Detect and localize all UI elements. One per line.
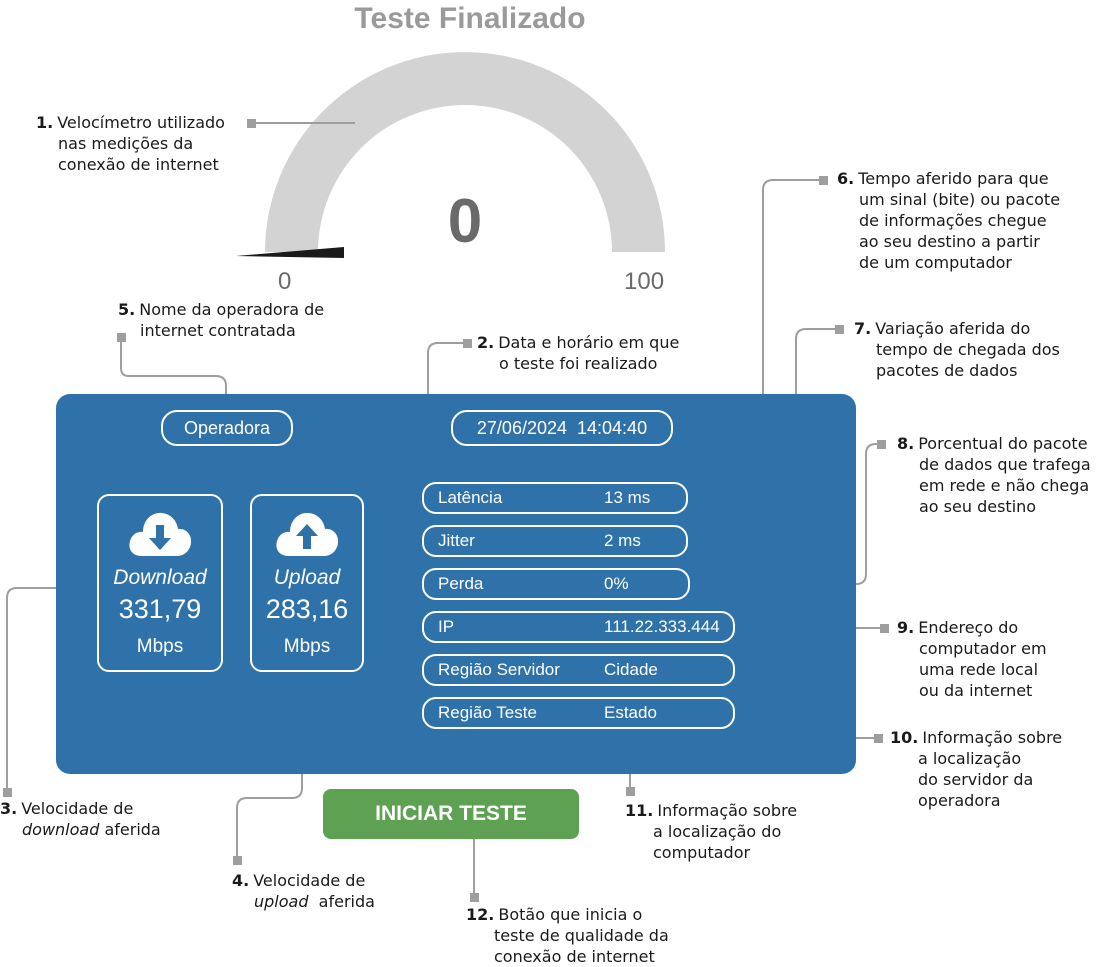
test-datetime: 27/06/2024 14:04:40 (451, 410, 673, 446)
gauge-value: 0 (447, 187, 483, 256)
ip-label: IP (438, 617, 455, 636)
gauge-min-label: 0 (278, 268, 292, 295)
gauge-arc (265, 52, 665, 252)
jitter-row: Jitter 2 ms (422, 525, 688, 557)
annotation-9: 9.Endereço do computador em uma rede loc… (897, 618, 1047, 700)
test-region-label: Região Teste (438, 703, 537, 722)
annotation-3: 3.Velocidade de download aferida (0, 799, 161, 839)
server-region-row: Região Servidor Cidade (422, 654, 735, 686)
operator-name: Operadora (161, 410, 293, 446)
server-region-label: Região Servidor (438, 660, 560, 679)
latency-value: 13 ms (604, 488, 651, 507)
upload-label: Upload (273, 566, 341, 589)
start-test-button[interactable]: INICIAR TESTE (323, 789, 579, 839)
jitter-label: Jitter (438, 531, 475, 550)
annotation-7: 7.Variação aferida do tempo de chegada d… (854, 319, 1060, 380)
page-title: Teste Finalizado (354, 2, 586, 35)
ip-row: IP 111.22.333.444 (422, 611, 735, 643)
annotation-10: 10.Informação sobre a localização do ser… (890, 728, 1063, 810)
annotation-1: 1.Velocímetro utilizado nas medições da … (36, 113, 225, 174)
annotation-6: 6.Tempo aferido para que um sinal (bite)… (837, 169, 1061, 272)
annotation-12: 12.Botão que inicia o teste de qualidade… (466, 905, 669, 966)
loss-row: Perda 0% (422, 568, 690, 600)
leader-markers (3, 119, 889, 902)
upload-card: Upload 283,16 Mbps (250, 494, 364, 672)
cloud-upload-icon (276, 512, 339, 556)
download-speed: 331,79 (118, 594, 202, 624)
download-unit: Mbps (136, 636, 184, 657)
ip-value: 111.22.333.444 (604, 617, 720, 636)
annotation-4: 4.Velocidade de upload aferida (232, 871, 375, 911)
loss-label: Perda (438, 574, 484, 593)
cloud-download-icon (129, 512, 192, 556)
download-label: Download (113, 566, 207, 589)
upload-speed: 283,16 (265, 594, 349, 624)
test-date: 27/06/2024 (476, 418, 567, 438)
test-time: 14:04:40 (577, 418, 648, 438)
annotation-8: 8.Porcentual do pacote de dados que traf… (897, 434, 1091, 516)
gauge-needle (236, 247, 344, 258)
test-region-value: Estado (604, 703, 657, 722)
gauge-max-label: 100 (624, 268, 665, 295)
test-region-row: Região Teste Estado (422, 697, 735, 729)
loss-value: 0% (604, 574, 629, 593)
annotation-5: 5.Nome da operadora de internet contrata… (118, 300, 325, 340)
annotation-11: 11.Informação sobre a localização do com… (625, 801, 798, 862)
server-region-value: Cidade (604, 660, 658, 679)
download-card: Download 331,79 Mbps (97, 494, 223, 672)
annotation-2: 2.Data e horário em que o teste foi real… (477, 333, 680, 373)
latency-row: Latência 13 ms (422, 482, 688, 514)
upload-unit: Mbps (283, 636, 331, 657)
jitter-value: 2 ms (604, 531, 641, 550)
latency-label: Latência (438, 488, 503, 507)
